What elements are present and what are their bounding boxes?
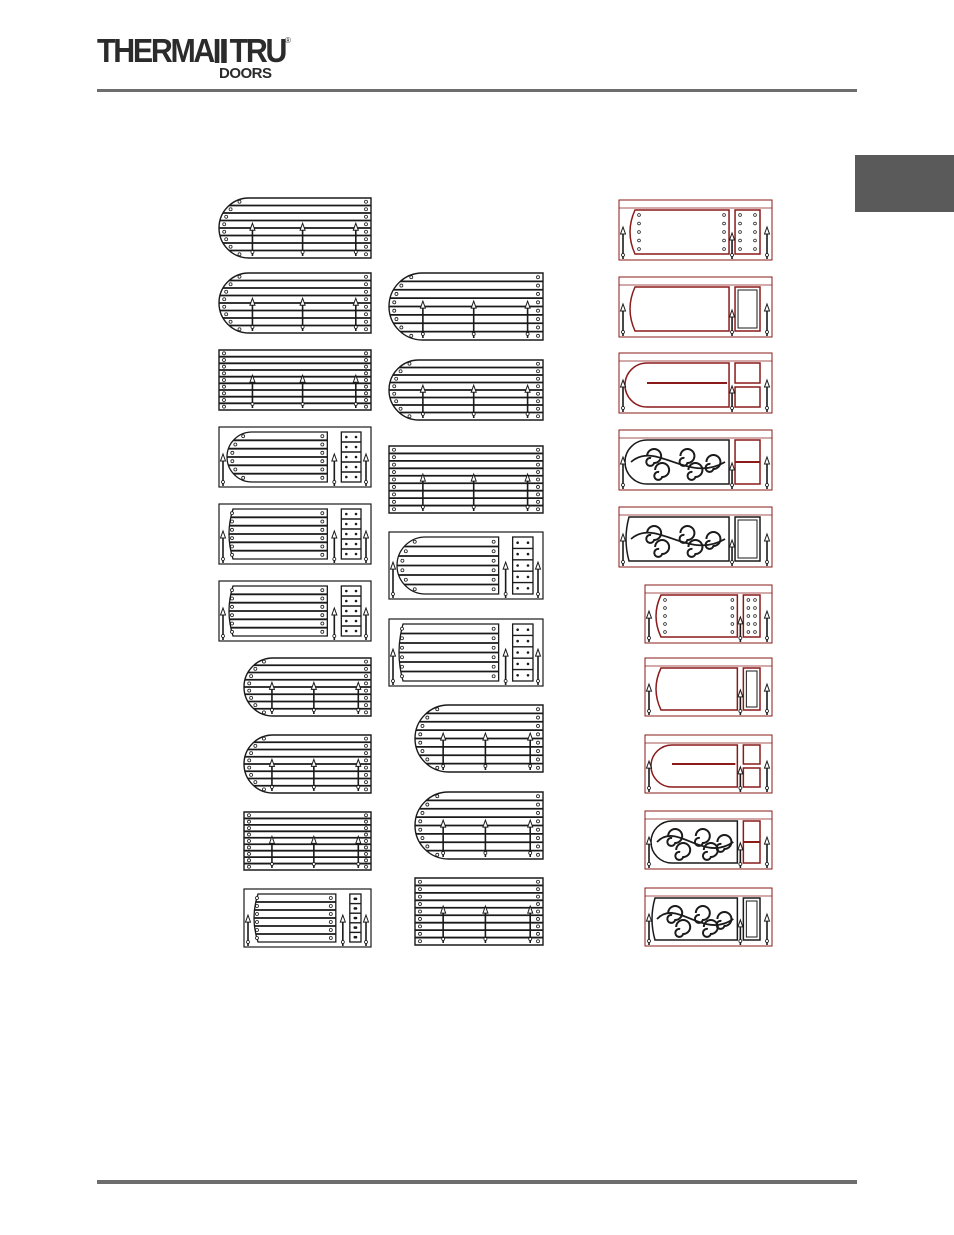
left-panel-3 (219, 350, 371, 410)
right-panel-10 (645, 888, 772, 946)
right-panel-7 (645, 658, 772, 716)
left-panel-2 (219, 273, 371, 333)
left-panel-1 (219, 198, 371, 258)
middle-panel-3 (389, 446, 543, 513)
right-panel-5 (619, 507, 772, 567)
right-panel-6 (645, 585, 772, 643)
middle-panel-7 (415, 792, 543, 859)
right-panel-2 (619, 277, 772, 337)
left-panel-7 (244, 658, 371, 716)
middle-panel-2 (389, 360, 543, 420)
left-panel-4 (219, 427, 371, 487)
middle-panel-6 (415, 705, 543, 772)
right-panel-3 (619, 353, 772, 413)
left-panel-6 (219, 581, 371, 641)
right-panel-8 (645, 735, 772, 793)
middle-panel-8 (415, 878, 543, 945)
footer-rule (97, 1180, 857, 1184)
left-panel-9 (244, 812, 371, 870)
right-panel-4 (619, 430, 772, 490)
middle-panel-1 (389, 273, 543, 340)
right-panel-9 (645, 811, 772, 869)
middle-panel-5 (389, 619, 543, 686)
right-panel-1 (619, 200, 772, 260)
left-panel-10 (244, 889, 371, 947)
left-panel-8 (244, 735, 371, 793)
middle-panel-4 (389, 532, 543, 599)
left-panel-5 (219, 504, 371, 564)
